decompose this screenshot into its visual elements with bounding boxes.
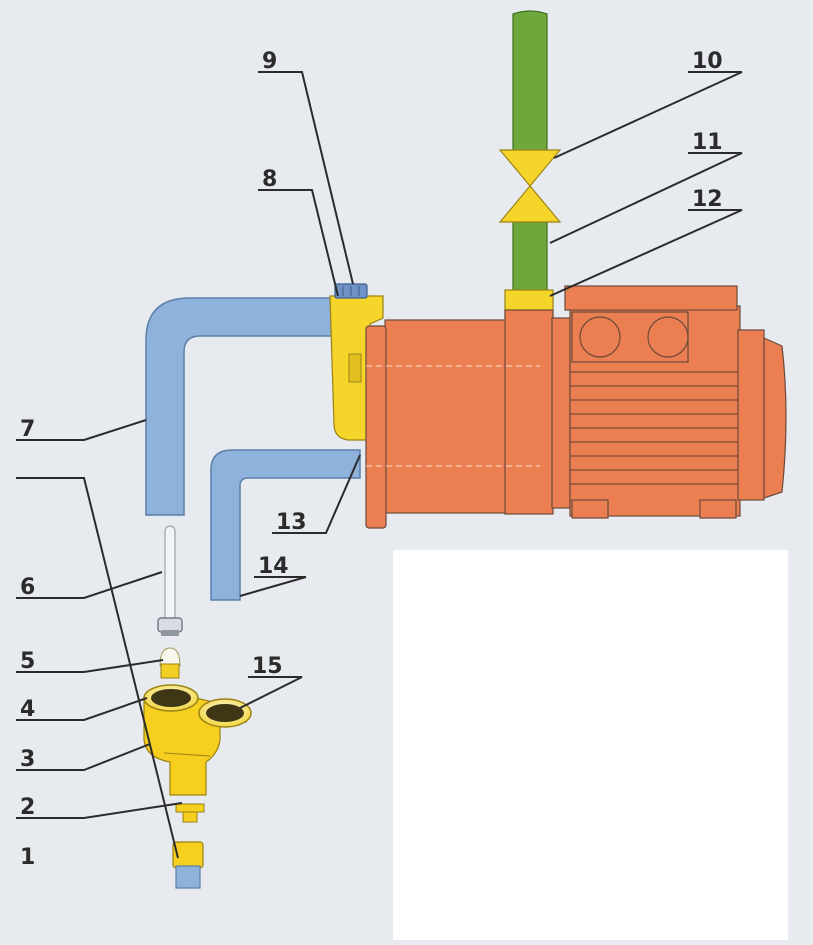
label-15: 15 xyxy=(252,654,283,679)
suction-pipe-upper xyxy=(145,297,339,516)
label-7: 7 xyxy=(20,417,35,442)
label-3: 3 xyxy=(20,747,35,772)
label-8: 8 xyxy=(262,167,277,192)
gate-valve xyxy=(498,149,562,223)
valve-seat xyxy=(159,647,181,679)
suction-pipe-lower xyxy=(210,449,361,601)
label-14: 14 xyxy=(258,554,289,579)
label-1: 1 xyxy=(20,845,35,870)
label-6: 6 xyxy=(20,575,35,600)
label-12: 12 xyxy=(692,187,723,212)
pump-motor xyxy=(365,285,787,529)
label-13: 13 xyxy=(276,510,307,535)
foot-valve-body xyxy=(143,684,252,796)
strainer-rod xyxy=(157,525,183,636)
priming-plug xyxy=(334,283,368,299)
threaded-nipple xyxy=(175,803,205,823)
blank-panel xyxy=(393,550,788,940)
label-4: 4 xyxy=(20,697,35,722)
label-2: 2 xyxy=(20,795,35,820)
label-5: 5 xyxy=(20,649,35,674)
label-11: 11 xyxy=(692,130,723,155)
suction-coupling xyxy=(172,841,204,889)
label-9: 9 xyxy=(262,49,277,74)
discharge-pipe xyxy=(512,0,548,293)
leader-lines xyxy=(16,71,743,859)
label-10: 10 xyxy=(692,49,723,74)
